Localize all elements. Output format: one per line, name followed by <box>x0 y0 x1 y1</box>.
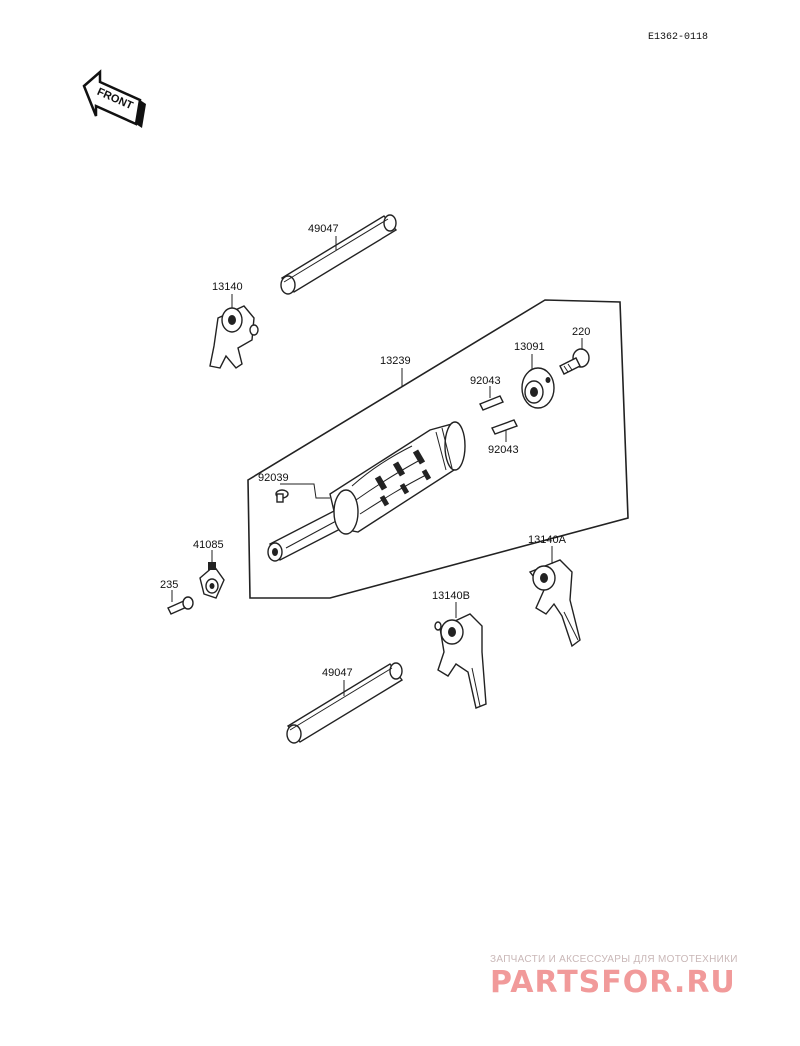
bolt-220 <box>559 348 590 375</box>
callout-shaft-lower: 49047 <box>322 667 353 679</box>
callout-screw-pin: 92039 <box>258 472 289 484</box>
pin-upper-92043 <box>479 395 504 411</box>
shaft-lower <box>286 662 404 744</box>
stopper-41085 <box>199 562 225 599</box>
drum-plate-13091 <box>521 367 555 409</box>
bolt-235 <box>167 596 194 615</box>
callout-shaft-upper: 49047 <box>308 223 339 235</box>
shaft-upper <box>280 214 398 295</box>
watermark-brand: PARTSFOR.RU <box>490 965 736 1000</box>
callout-drum-assembly: 13239 <box>380 355 411 367</box>
leader-screw-pin <box>280 483 330 499</box>
shift-fork-a <box>528 559 581 648</box>
drum-assembly-outline <box>247 299 629 599</box>
callout-pin-upper: 92043 <box>470 375 501 387</box>
screw-pin-92039 <box>275 489 289 503</box>
callout-fork-b: 13140B <box>432 590 470 602</box>
shift-drum <box>267 421 466 562</box>
shift-fork-b <box>434 613 487 709</box>
callout-fork-upper: 13140 <box>212 281 243 293</box>
watermark-tagline: ЗАПЧАСТИ И АКСЕССУАРЫ ДЛЯ МОТОТЕХНИКИ <box>490 954 738 965</box>
drawing-code: E1362-0118 <box>648 32 708 43</box>
shift-fork-upper <box>209 305 259 369</box>
callout-bolt-235: 235 <box>160 579 178 591</box>
pin-lower-92043 <box>491 419 518 435</box>
front-arrow-icon: FRONT <box>82 69 146 128</box>
callout-stopper: 41085 <box>193 539 224 551</box>
callout-bolt-220: 220 <box>572 326 590 338</box>
callout-fork-a: 13140A <box>528 534 567 546</box>
callout-drum-plate: 13091 <box>514 341 545 353</box>
callout-pin-lower: 92043 <box>488 444 519 456</box>
